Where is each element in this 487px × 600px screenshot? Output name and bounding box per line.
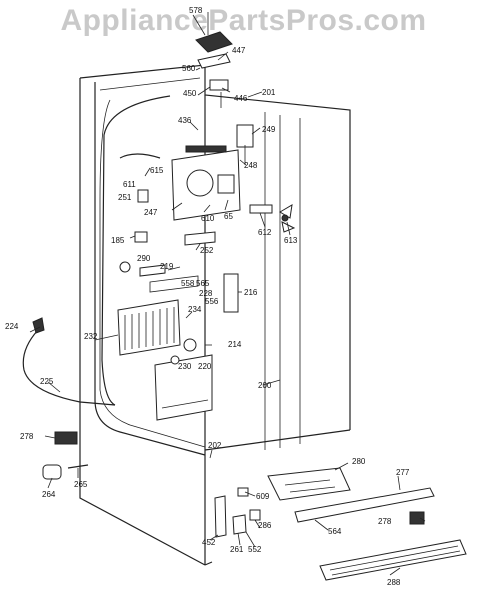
part-609 [237, 487, 249, 497]
top-hinge-assembly [195, 12, 233, 108]
switch-251 [137, 189, 149, 203]
callout-220: 220 [198, 362, 212, 371]
callout-234: 234 [188, 305, 202, 314]
callout-224: 224 [5, 322, 19, 331]
part-185 [134, 231, 148, 243]
bracket-452 [214, 495, 227, 538]
drain-tube [22, 329, 116, 406]
plate-280 [267, 467, 351, 501]
callout-286: 286 [258, 521, 272, 530]
callout-219: 219 [160, 262, 174, 271]
callout-280: 280 [352, 457, 366, 466]
drain-pan [154, 354, 213, 421]
callout-248: 248 [244, 161, 258, 170]
tube-611 [119, 153, 161, 159]
toe-grille [319, 539, 467, 581]
callout-446: 446 [234, 94, 248, 103]
callout-252: 252 [200, 246, 214, 255]
ring-290 [119, 261, 131, 273]
callout-452: 452 [202, 538, 216, 547]
callout-450: 450 [183, 89, 197, 98]
callout-610: 610 [201, 214, 215, 223]
bracket-252 [184, 231, 216, 246]
part-220 [183, 338, 197, 352]
callout-201: 201 [262, 88, 276, 97]
rail-277 [294, 487, 435, 523]
bracket-249 [236, 124, 254, 148]
callout-200: 200 [258, 381, 272, 390]
part-286 [249, 509, 261, 521]
callout-265: 265 [74, 480, 88, 489]
callout-230a: 230 [178, 362, 192, 371]
leader-lines [29, 14, 426, 576]
callout-560: 560 [182, 64, 196, 73]
fitting-219 [139, 264, 166, 277]
callout-436: 436 [178, 116, 192, 125]
control-housing [171, 145, 241, 221]
callout-612: 612 [258, 228, 272, 237]
callout-288: 288 [387, 578, 401, 587]
watermark-text: AppliancePartsPros.com [60, 4, 427, 37]
callout-565: 565 [196, 279, 210, 288]
callout-65: 65 [224, 212, 233, 221]
part-612 [249, 204, 273, 214]
part-261 [232, 514, 247, 535]
callout-216: 216 [244, 288, 258, 297]
callout-249: 249 [262, 125, 276, 134]
callout-214: 214 [228, 340, 242, 349]
callout-578: 578 [189, 6, 203, 15]
callout-225: 225 [40, 377, 54, 386]
callout-447: 447 [232, 46, 246, 55]
callout-609: 609 [256, 492, 270, 501]
fan-blade [279, 204, 296, 233]
callout-613: 613 [284, 236, 298, 245]
evaporator-coil [117, 275, 199, 356]
callout-556: 556 [205, 297, 219, 306]
callout-251: 251 [118, 193, 132, 202]
pin-265 [67, 464, 89, 469]
callout-261: 261 [230, 545, 244, 554]
callout-552: 552 [248, 545, 262, 554]
part-230 [170, 355, 180, 365]
part-278-right [409, 511, 425, 525]
callout-247: 247 [144, 208, 158, 217]
callout-611: 611 [123, 180, 136, 189]
callout-264: 264 [42, 490, 56, 499]
cap-264 [42, 464, 62, 480]
callout-202: 202 [208, 441, 222, 450]
block-278 [54, 431, 78, 445]
callout-290: 290 [137, 254, 151, 263]
callout-278-left: 278 [20, 432, 34, 441]
duct-216 [223, 273, 239, 313]
callout-564: 564 [328, 527, 342, 536]
callout-277: 277 [396, 468, 410, 477]
callout-615: 615 [150, 166, 164, 175]
callout-232: 232 [84, 332, 98, 341]
callout-558: 558 [181, 279, 195, 288]
callout-278-right: 278 [378, 517, 392, 526]
callout-185: 185 [111, 236, 125, 245]
tubing-loop [101, 95, 171, 406]
callout-228: 228 [199, 289, 213, 298]
